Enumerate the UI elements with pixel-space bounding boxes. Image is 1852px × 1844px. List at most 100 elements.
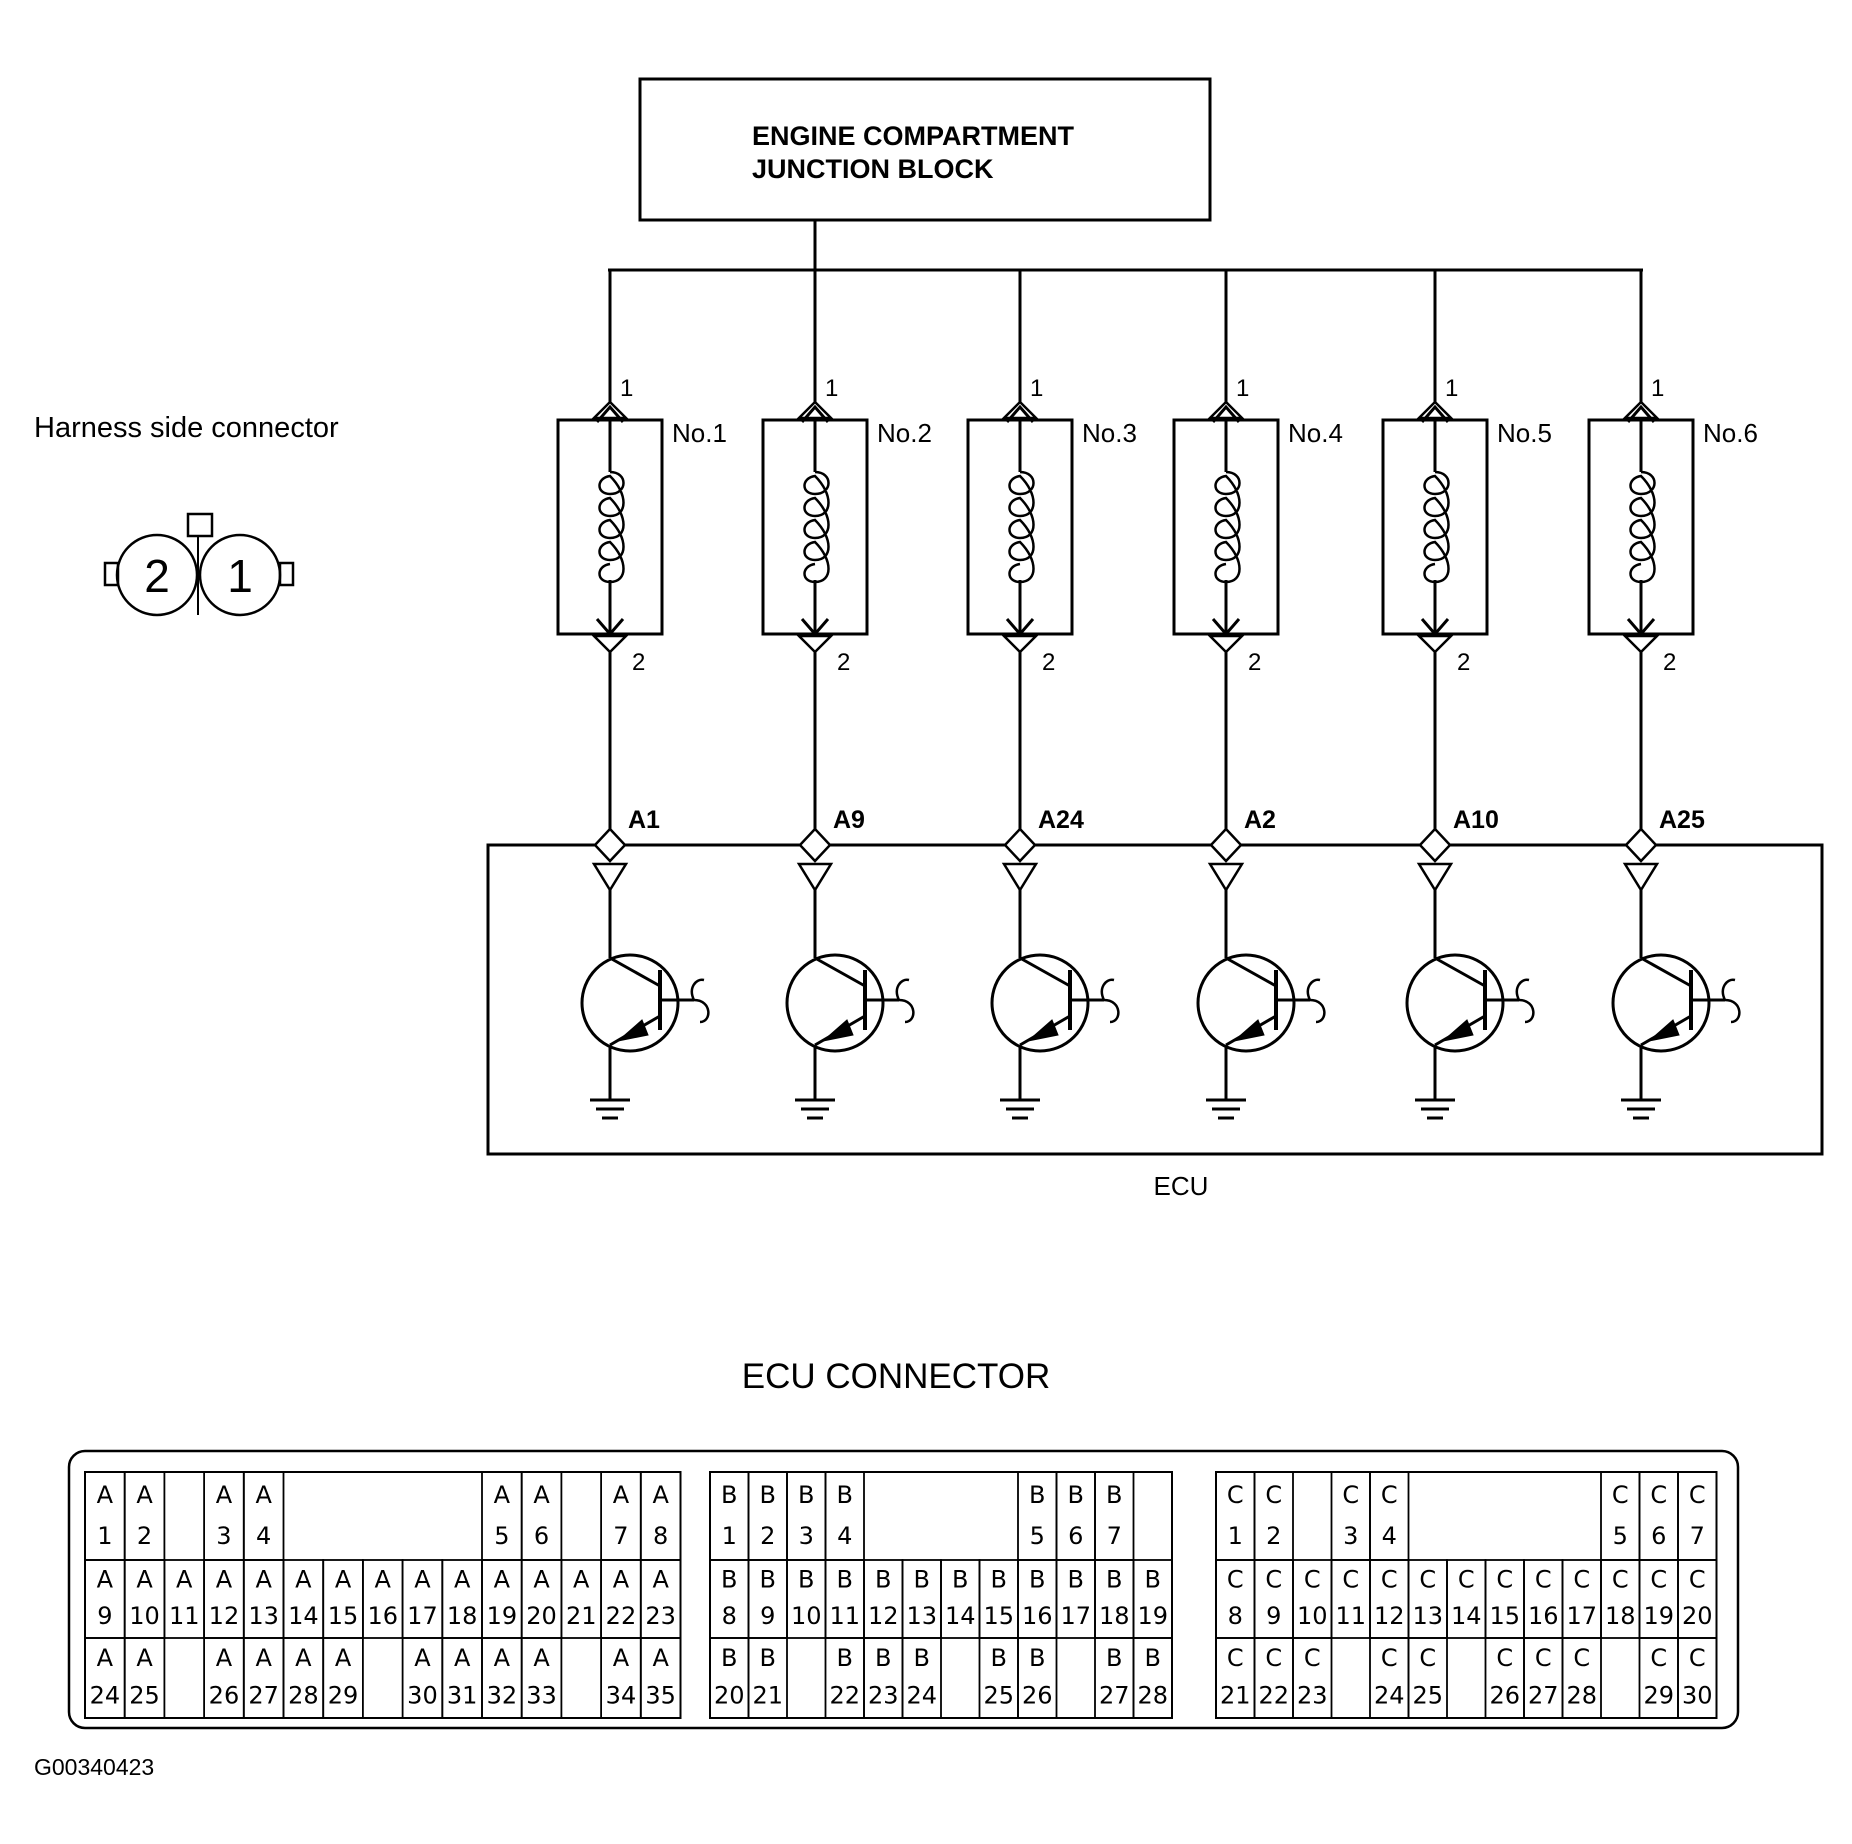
connector-pin-B1: B1	[709, 1471, 750, 1561]
pin-letter: C	[1689, 1565, 1706, 1593]
coil	[1423, 470, 1450, 584]
pin-letter: B	[952, 1565, 968, 1593]
injector-name: No.6	[1703, 418, 1758, 448]
connector-pin-C1: C1	[1215, 1471, 1256, 1561]
pin-number: 3	[799, 1522, 814, 1550]
connector-pin-C22: C22	[1253, 1637, 1294, 1719]
pin-number: 20	[1682, 1602, 1713, 1630]
connector-pin-C14: C14	[1446, 1559, 1487, 1639]
pin-number: 13	[906, 1602, 937, 1630]
connector-pin-B9: B9	[747, 1559, 788, 1639]
pin-letter: B	[721, 1644, 737, 1672]
pin-number: 25	[129, 1682, 160, 1710]
control-signal	[1515, 978, 1535, 1024]
emitter-arrow	[1647, 1019, 1680, 1042]
pin-number: 21	[566, 1602, 597, 1630]
connector-pin-A9: A9	[84, 1559, 126, 1639]
harness-connector-title: Harness side connector	[34, 412, 339, 444]
pin-letter: B	[1068, 1481, 1084, 1509]
pin-label-bottom: 2	[1663, 649, 1676, 676]
pin-letter: A	[255, 1565, 272, 1593]
pin-letter: C	[1304, 1644, 1321, 1672]
pin-number: 2	[137, 1522, 152, 1550]
connector-pin-B16: B16	[1017, 1559, 1058, 1639]
pin-number: 6	[1068, 1522, 1083, 1550]
connector-pin-A14: A14	[282, 1559, 325, 1639]
pin-number: 21	[752, 1682, 783, 1710]
pin-letter: B	[1106, 1481, 1122, 1509]
terminal-top	[1415, 400, 1455, 420]
terminal-bottom	[1621, 634, 1661, 654]
connector-pin-C28: C28	[1561, 1637, 1602, 1719]
pin-letter: A	[613, 1565, 630, 1593]
pin-letter: B	[721, 1565, 737, 1593]
connector-pin-B28: B28	[1132, 1637, 1173, 1719]
pin-number: 18	[447, 1602, 478, 1630]
pin-letter: A	[494, 1644, 511, 1672]
connector-pin-A10: A10	[123, 1559, 166, 1639]
pin-letter: C	[1573, 1644, 1590, 1672]
pin-label-top: 1	[620, 375, 633, 402]
pin-number: 8	[1228, 1602, 1243, 1630]
connector-pin-A18: A18	[441, 1559, 483, 1639]
connector-pin-A24: A24	[84, 1637, 126, 1719]
pin-cell	[322, 1637, 364, 1719]
arrow-down	[800, 618, 830, 637]
terminal-top	[590, 400, 630, 420]
coil	[1008, 470, 1035, 584]
connector-pin-C30: C30	[1677, 1637, 1718, 1719]
pin-letter: A	[335, 1565, 352, 1593]
driver-triangle	[1001, 862, 1039, 893]
pin-number: 17	[1060, 1602, 1091, 1630]
pin-number: 11	[169, 1602, 200, 1630]
pin-number: 23	[1297, 1682, 1328, 1710]
connector-pin-C24: C24	[1369, 1637, 1410, 1719]
connector-pin-A21: A21	[560, 1559, 603, 1639]
junction-block: ENGINE COMPARTMENT JUNCTION BLOCK	[638, 77, 1212, 222]
connector-block-B: B1B2B3B4B5B6B7B8B9B10B11B12B13B14B15B16B…	[709, 1471, 1173, 1719]
pin-letter: A	[613, 1644, 630, 1672]
coil	[803, 470, 830, 584]
arrow-down	[1626, 618, 1656, 637]
pin-number: 29	[1643, 1682, 1674, 1710]
pin-cell	[1561, 1637, 1602, 1719]
connector-pin-B6: B6	[1055, 1471, 1096, 1561]
injector-name: No.4	[1288, 418, 1343, 448]
pin-letter: B	[760, 1481, 776, 1509]
pin-number: 1	[1228, 1522, 1243, 1550]
pin-number: 9	[760, 1602, 775, 1630]
arrow-up	[800, 404, 830, 423]
ecu-connector-housing	[67, 1449, 1740, 1730]
pin-number: 12	[868, 1602, 899, 1630]
control-signal	[1306, 978, 1326, 1024]
pin-number: 5	[494, 1522, 509, 1550]
pin-letter: A	[255, 1644, 272, 1672]
pin-number: 6	[534, 1522, 549, 1550]
connector-pin-A15: A15	[322, 1559, 364, 1639]
connector-pin-B5: B5	[1017, 1471, 1058, 1561]
pin-letter: C	[1650, 1481, 1667, 1509]
pin-number: 25	[983, 1682, 1014, 1710]
ecu-pin-label: A2	[1244, 806, 1276, 834]
pin-letter: C	[1381, 1565, 1398, 1593]
connector-pin-A3: A3	[203, 1471, 245, 1561]
connector-pin-A23: A23	[639, 1559, 682, 1639]
pin-number: 11	[1335, 1602, 1366, 1630]
pin-letter: A	[652, 1481, 669, 1509]
pin-number: 24	[906, 1682, 937, 1710]
pin-letter: C	[1689, 1481, 1706, 1509]
ecu-pin-label: A10	[1453, 806, 1499, 834]
pin-letter: B	[991, 1644, 1007, 1672]
pin-number: 12	[209, 1602, 240, 1630]
ecu-box	[486, 843, 1824, 1156]
pin-label-bottom: 2	[1248, 649, 1261, 676]
connector-pin-C13: C13	[1407, 1559, 1448, 1639]
ecu-label: ECU	[1154, 1171, 1209, 1201]
pin-letter: C	[1342, 1565, 1359, 1593]
connector-pin-B26: B26	[1017, 1637, 1058, 1719]
pin-number: 25	[1412, 1682, 1443, 1710]
connector-block-frame	[84, 1471, 682, 1719]
terminal-top	[1206, 400, 1246, 420]
connector-pin-B20: B20	[709, 1637, 750, 1719]
pin-number: 21	[1220, 1682, 1251, 1710]
